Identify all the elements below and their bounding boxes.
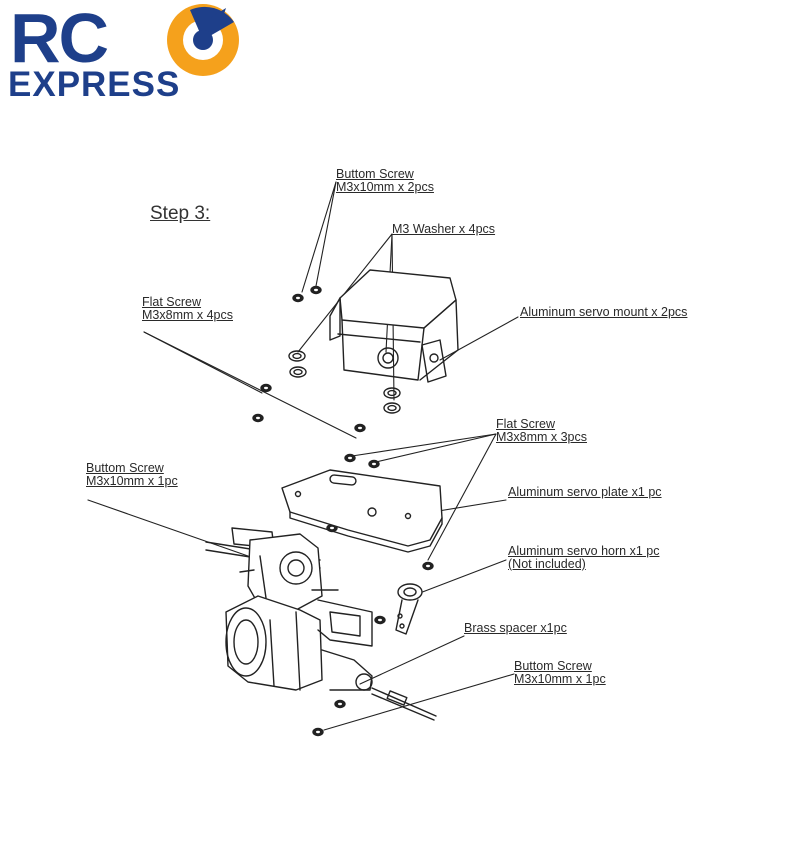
callout-buttom-screw-left: Buttom Screw M3x10mm x 1pc <box>86 461 178 488</box>
servo-horn <box>395 583 423 635</box>
step-title: Step 3: <box>150 203 211 224</box>
callout-brass-spacer: Brass spacer x1pc <box>464 621 567 635</box>
logo-rc-text: RC <box>10 0 109 77</box>
callout-washer: M3 Washer x 4pcs <box>392 222 496 236</box>
logo-express-text: EXPRESS <box>8 65 181 104</box>
callout-servo-horn: Aluminum servo horn x1 pc (Not included) <box>508 544 660 571</box>
callout-buttom-screw-top: Buttom Screw M3x10mm x 2pcs <box>336 167 434 194</box>
callout-buttom-screw-bottom: Buttom Screw M3x10mm x 1pc <box>514 659 606 686</box>
m3-washers <box>288 350 401 414</box>
callout-servo-mount: Aluminum servo mount x 2pcs <box>520 305 688 319</box>
callout-flat-screw-right: Flat Screw M3x8mm x 3pcs <box>496 417 587 444</box>
callout-flat-screw-left: Flat Screw M3x8mm x 4pcs <box>142 295 233 322</box>
servo-body <box>329 269 459 383</box>
servo-plate <box>281 469 443 553</box>
screws <box>252 285 434 737</box>
leader-lines <box>87 181 519 731</box>
gearbox <box>205 527 437 721</box>
logo-wheel-icon <box>167 4 239 76</box>
callout-servo-plate: Aluminum servo plate x1 pc <box>508 485 662 499</box>
